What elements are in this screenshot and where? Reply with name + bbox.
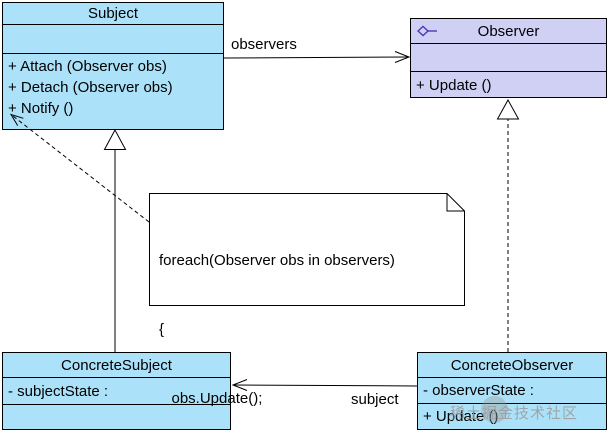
edge-label-observers: observers [231,36,297,53]
class-box-observer: Observer + Update () [410,18,607,98]
class-title-concrete-subject: ConcreteSubject [3,353,230,378]
class-attributes-subject [3,25,223,54]
attribute-subject-state: - subjectState : [3,378,230,405]
class-methods-observer: + Update () [411,72,606,97]
association-observers-arrow [223,51,411,63]
class-methods-concrete-observer: + Update () [418,404,606,428]
class-box-subject: Subject + Attach (Observer obs) + Detach… [2,2,224,130]
note-line-2: { [159,321,165,338]
class-title-subject: Subject [3,3,223,25]
method-attach: + Attach (Observer obs) [8,58,167,75]
generalization-arrow [103,128,127,352]
method-detach: + Detach (Observer obs) [8,79,173,96]
note-line-3: obs.Update(); [159,390,263,407]
note-anchor-arrow [9,113,150,223]
class-title-observer-row: Observer [411,19,606,44]
class-box-concrete-observer: ConcreteObserver - observerState : + Upd… [417,352,607,430]
class-title-concrete-observer: ConcreteObserver [418,353,606,378]
interface-lollipop-icon [417,25,437,37]
class-attributes-observer [411,44,606,72]
watermark-text: 稀土掘金技术社区 [450,405,579,422]
attribute-observer-state: - observerState : [418,378,606,404]
method-notify: + Notify () [8,100,74,117]
realization-arrow [496,98,520,352]
method-update-concrete-observer: + Update () [423,408,499,425]
class-box-concrete-subject: ConcreteSubject - subjectState : [2,352,231,430]
method-update-observer: + Update () [416,77,492,94]
class-methods-subject: + Attach (Observer obs) + Detach (Observ… [3,54,223,119]
note-line-1: foreach(Observer obs in observers) [159,252,395,269]
edge-label-subject: subject [351,391,399,408]
watermark-logo-circle [481,396,508,423]
class-title-observer: Observer [477,22,540,40]
